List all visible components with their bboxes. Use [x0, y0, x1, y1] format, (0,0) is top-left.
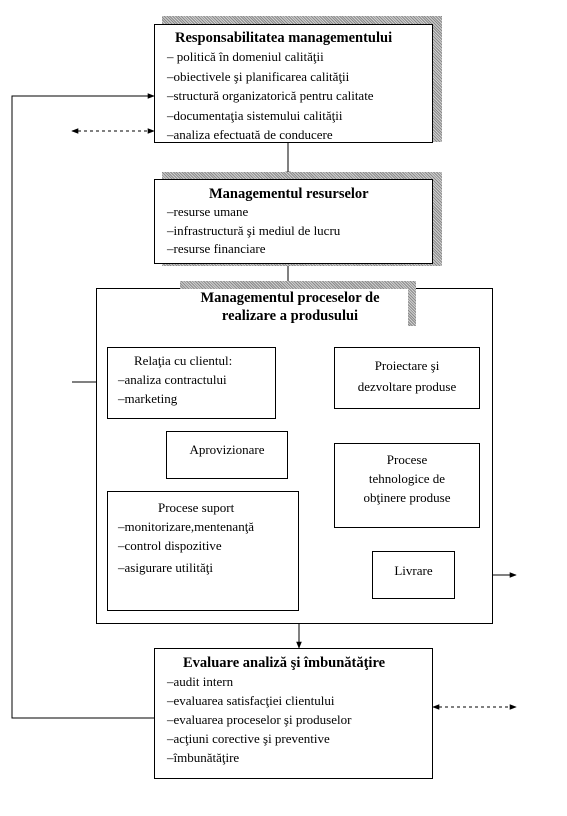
- feedback-loop-line: [11, 93, 155, 719]
- label-proiectare-line2: dezvoltare produse: [357, 379, 457, 394]
- box-evaluare-analiza: Evaluare analiză şi îmbunătăţire –audit …: [154, 648, 433, 779]
- list-item: –control dispozitive: [118, 538, 222, 553]
- box-responsabilitatea-managementului: Responsabilitatea managementului – polit…: [154, 24, 433, 143]
- label-relatia: Relaţia cu clientul:: [134, 353, 233, 368]
- label-proiectare-line1: Proiectare şi: [374, 358, 440, 373]
- title-responsabilitatea: Responsabilitatea managementului: [175, 30, 393, 46]
- list-item: –monitorizare,mentenanţă: [118, 519, 255, 534]
- label-tehnologice-line2: tehnologice de: [368, 471, 446, 486]
- list-item: –îmbunătăţire: [167, 750, 240, 765]
- box-aprovizionare: Aprovizionare: [166, 431, 288, 479]
- box-managementul-resurselor: Managementul resurselor –resurse umane –…: [154, 179, 433, 264]
- list-item: –obiectivele şi planificarea calităţii: [167, 68, 350, 84]
- list-item: –documentaţia sistemului calităţii: [167, 107, 343, 123]
- title-procese-line1: Managementul proceselor de: [200, 290, 380, 306]
- title-procese-line2: realizare a produsului: [221, 308, 359, 324]
- label-tehnologice-line1: Procese: [386, 452, 428, 467]
- list-item: –evaluarea satisfacţiei clientului: [167, 693, 335, 708]
- list-item: –resurse umane: [167, 204, 249, 219]
- label-aprovizionare: Aprovizionare: [189, 442, 265, 457]
- box-livrare: Livrare: [372, 551, 455, 599]
- list-item: –resurse financiare: [167, 241, 266, 256]
- title-procese: Managementul proceselor de realizare a p…: [172, 289, 408, 329]
- box-proiectare-dezvoltare: Proiectare şi dezvoltare produse: [334, 347, 480, 409]
- box-relatia-cu-clientul: Relaţia cu clientul: –analiza contractul…: [107, 347, 276, 419]
- list-item: –audit intern: [167, 674, 234, 689]
- list-item: –acţiuni corective şi preventive: [167, 731, 330, 746]
- list-responsabilitatea: – politică în domeniul calităţii –obiect…: [167, 47, 432, 145]
- list-item: –analiza efectuată de conducere: [167, 127, 333, 142]
- box-procese-suport: Procese suport –monitorizare,mentenanţă …: [107, 491, 299, 611]
- label-tehnologice-line3: obţinere produse: [363, 490, 451, 505]
- list-item: –analiza contractului: [118, 372, 227, 387]
- box-procese-tehnologice: Procese tehnologice de obţinere produse: [334, 443, 480, 528]
- label-suport: Procese suport: [158, 500, 235, 515]
- title-evaluare: Evaluare analiză şi îmbunătăţire: [183, 655, 386, 671]
- list-evaluare: –audit intern –evaluarea satisfacţiei cl…: [167, 672, 432, 767]
- list-item: –structură organizatorică pentru calitat…: [167, 88, 374, 103]
- title-resurse: Managementul resurselor: [209, 186, 369, 202]
- list-resurse: –resurse umane –infrastructură şi mediul…: [167, 203, 432, 259]
- list-item: –marketing: [118, 391, 178, 406]
- list-item: – politică în domeniul calităţii: [167, 49, 324, 64]
- label-livrare: Livrare: [394, 563, 433, 578]
- list-item: –evaluarea proceselor şi produselor: [167, 712, 352, 727]
- list-item: –asigurare utilităţi: [118, 560, 213, 575]
- list-item: –infrastructură şi mediul de lucru: [167, 222, 341, 238]
